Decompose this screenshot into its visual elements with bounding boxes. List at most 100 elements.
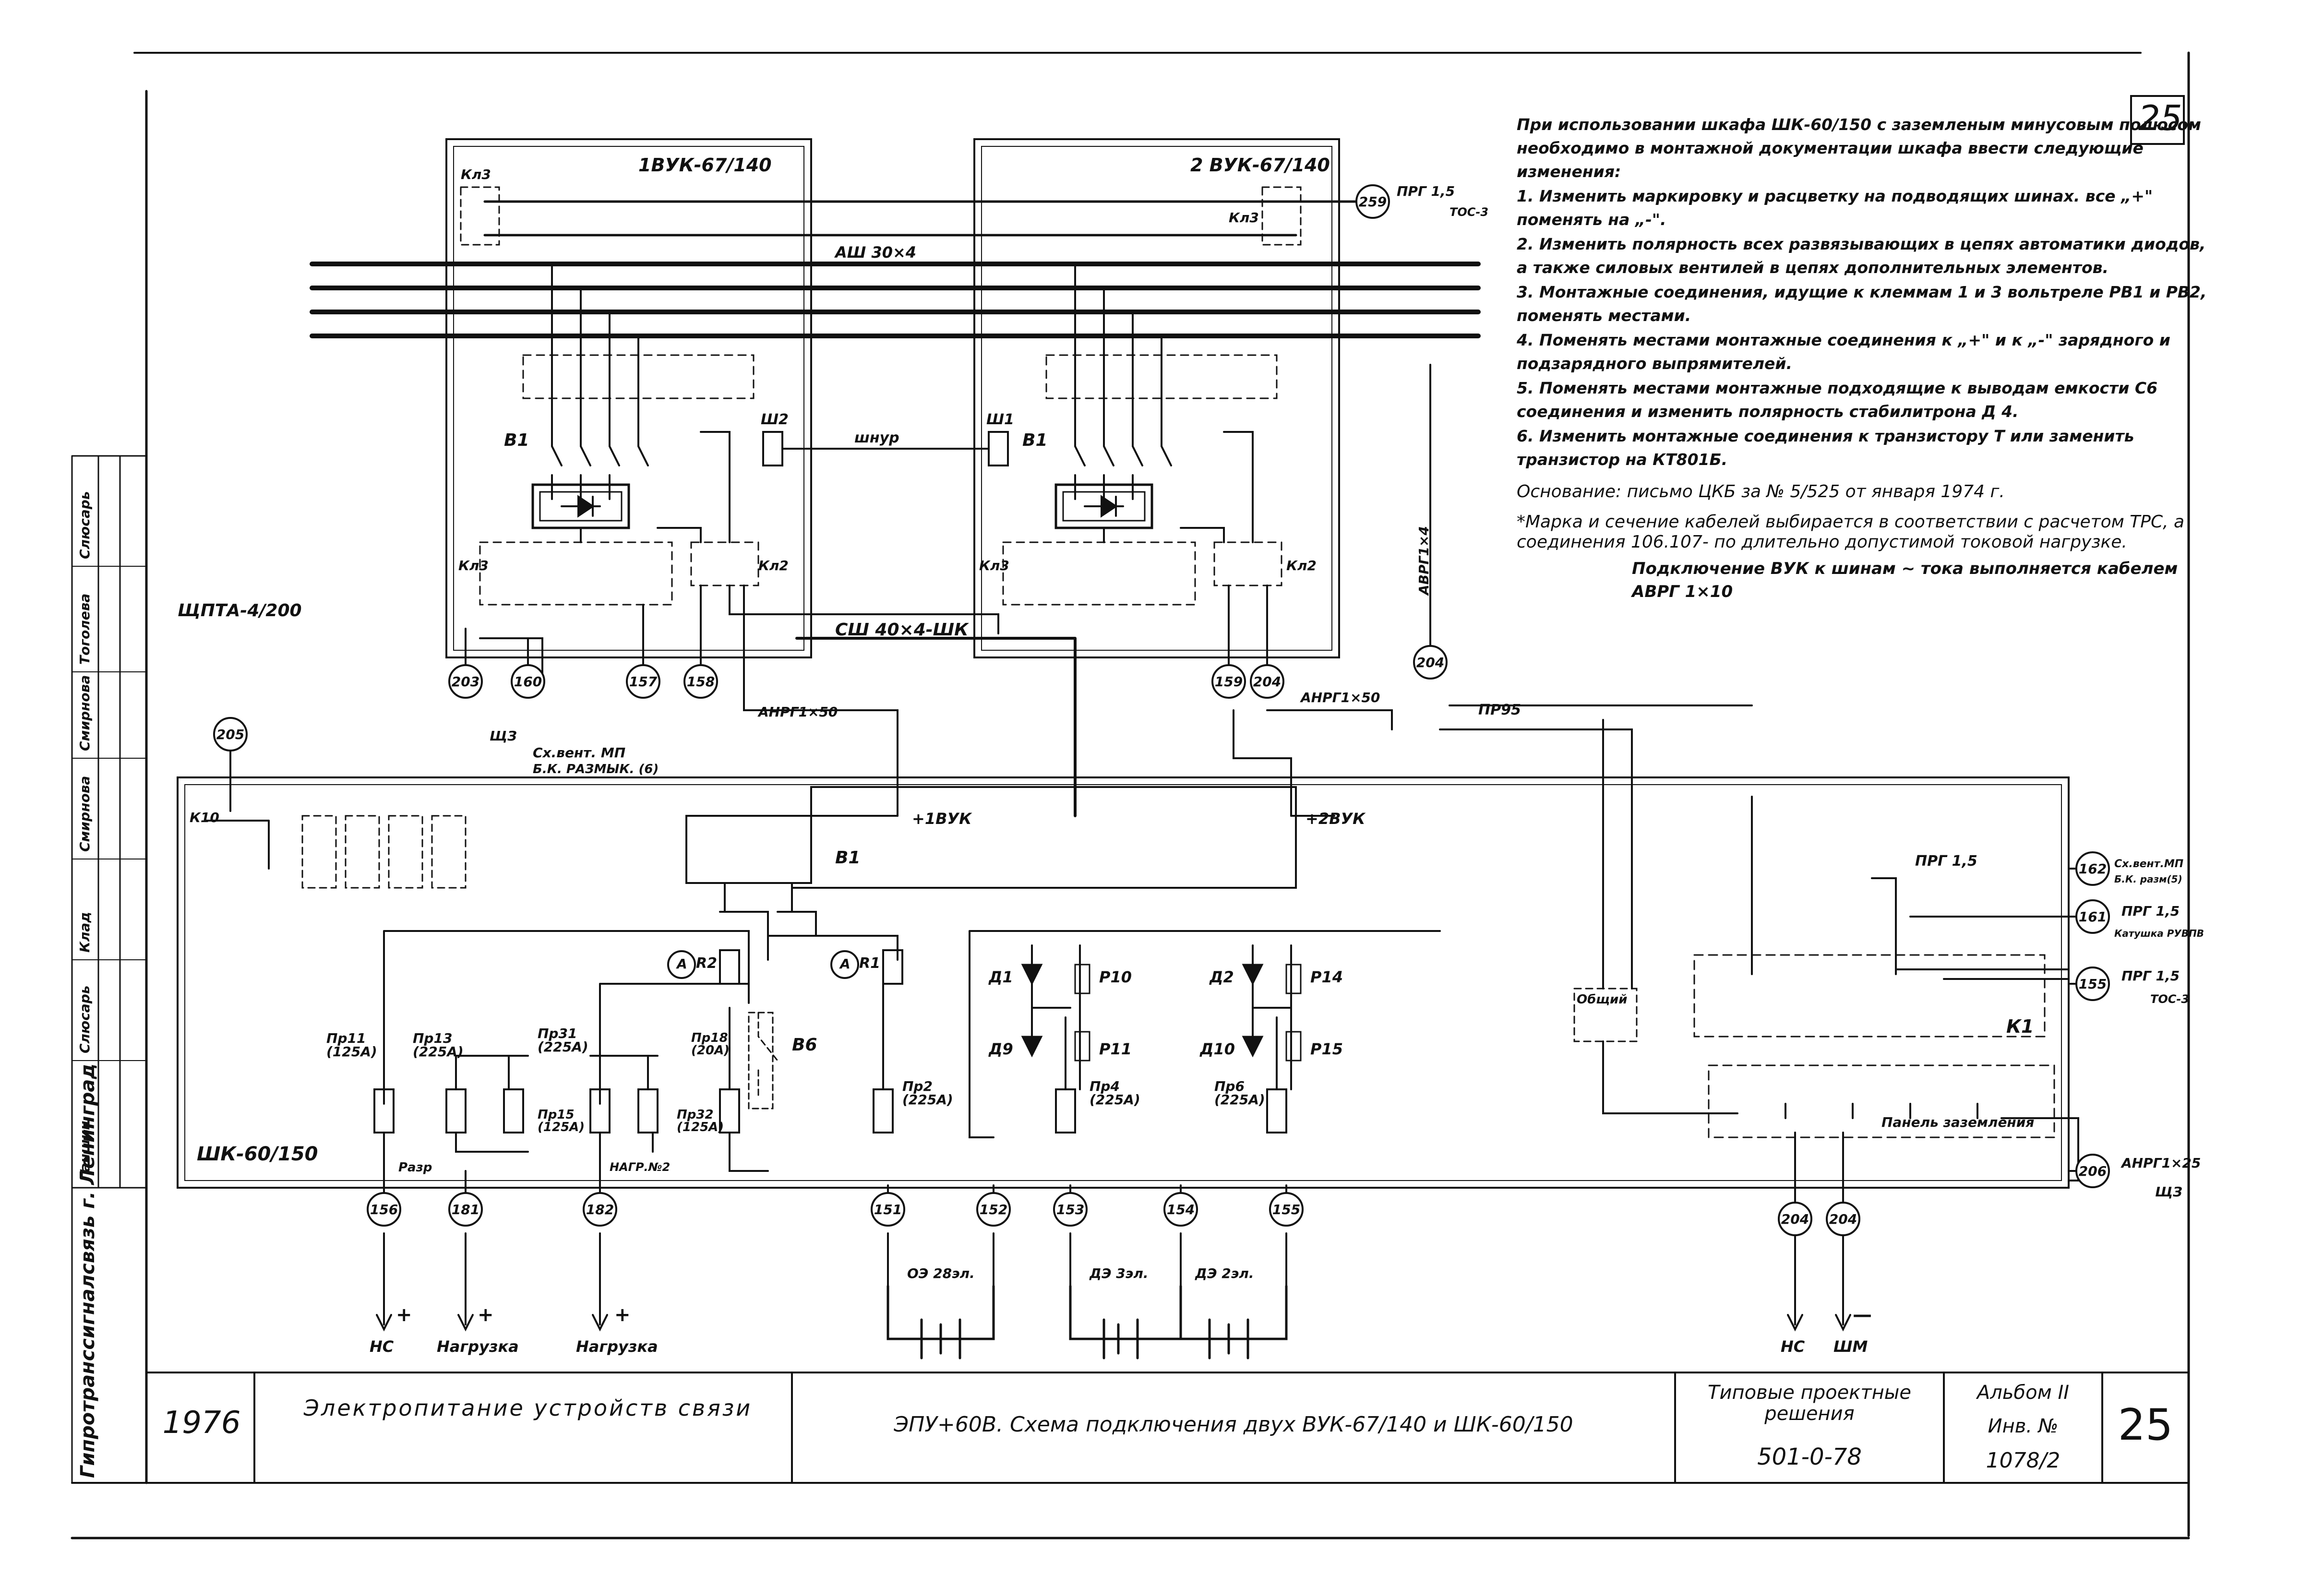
stamp-row-3: Клад (77, 912, 93, 953)
tos3-top-label: ТОС-3 (1450, 205, 1489, 219)
circle-text-204c: 204 (1781, 1211, 1809, 1227)
circle-161 (2075, 899, 2110, 934)
circle-text-161: 161 (2079, 909, 2107, 925)
circle-text-154: 154 (1167, 1202, 1195, 1217)
shk-b6-label: В6 (792, 1035, 817, 1055)
tb-inv-label: Инв. № (1988, 1415, 2059, 1437)
panel-label: Панель заземления (1881, 1114, 2035, 1130)
shk-k1-box (1693, 954, 2046, 1038)
shk-ground-lines (1439, 704, 2079, 1181)
circle-154 (1163, 1192, 1198, 1227)
anrg25-label: АНРГ1×25 (2121, 1155, 2201, 1171)
vuk1-kl2-label: Кл2 (758, 558, 789, 573)
circle-text-181: 181 (452, 1202, 479, 1217)
shk-relay-r11 (1074, 1031, 1090, 1062)
circle-203 (448, 664, 483, 699)
prg15-top-label: ПРГ 1,5 (1397, 183, 1455, 199)
vuk2-kl3-label: Кл3 (979, 558, 1009, 573)
vuk2-title: 2 ВУК-67/140 (1190, 155, 1330, 176)
circle-text-152: 152 (980, 1202, 1007, 1217)
vuk1-sh2 (762, 431, 783, 466)
circle-204c (1778, 1202, 1812, 1236)
kl3-dash-box-2 (1261, 186, 1302, 246)
plus2vuk-label: +2ВУК (1306, 810, 1366, 828)
circle-153 (1053, 1192, 1088, 1227)
shk-b6-switch (748, 1012, 779, 1110)
r1-label: R1 (859, 955, 880, 972)
plus-2: + (478, 1304, 494, 1326)
shk-diodes (1021, 964, 1264, 1058)
vuk1-bus-taps (551, 263, 639, 385)
bk-razm-label: Б.К. РАЗМЫК. (6) (533, 762, 659, 776)
fuse-pr2: Пр2(225А) (902, 1078, 953, 1108)
circle-text-159: 159 (1215, 674, 1243, 690)
note-3: 3. Монтажные соединения, идущие к клемма… (1517, 283, 2207, 325)
shk-relay-r10 (1074, 964, 1090, 994)
vuk1-kl2-box (690, 541, 759, 586)
circle-text-158: 158 (687, 674, 715, 690)
vuk1-wiring (479, 431, 999, 817)
fuse-pr31: Пр31(225А) (538, 1026, 588, 1055)
stamp-row-4: Смирнова (77, 776, 93, 852)
fuse-pr32: Пр32(125А) (677, 1108, 724, 1134)
stamp-row-6: Тоголева (77, 593, 93, 665)
circle-162 (2075, 851, 2110, 886)
bus-label: АШ 30×4 (835, 243, 917, 262)
load-ns-2: НС (1781, 1337, 1805, 1356)
circle-text-160: 160 (514, 674, 542, 690)
circle-156 (367, 1192, 401, 1227)
shk-b1-switch (685, 815, 812, 884)
k1-label: К1 (2006, 1016, 2034, 1037)
vuk2-kl2-box (1213, 541, 1282, 586)
sh2-label: Ш2 (761, 411, 789, 428)
circle-155a (2075, 967, 2110, 1001)
fuse-pr6: Пр6(225А) (1214, 1078, 1265, 1108)
shk-relay-r15 (1285, 1031, 1302, 1062)
circle-text-157: 157 (629, 674, 658, 690)
bus-s-line (795, 637, 1077, 817)
katushka-label: Катушка РУВПВ (2114, 928, 2204, 939)
stamp-row-5: Смирнова (77, 675, 93, 751)
tos3-right-label: ТОС-3 (2150, 992, 2190, 1006)
obshchiy-label: Общий (1577, 992, 1628, 1007)
ammeter-a2: A (677, 956, 687, 972)
fuse-pr18: Пр18(20А) (691, 1031, 730, 1058)
vuk2-breaker (1074, 383, 1172, 500)
circle-text-204d: 204 (1829, 1211, 1857, 1227)
cable-sh-label: СШ 40×4-ШК (835, 620, 969, 640)
stamp-row-1: Ганшин (77, 1121, 93, 1181)
plus1vuk-label: +1ВУК (912, 810, 972, 828)
circle-152 (976, 1192, 1011, 1227)
relay-r14: Р14 (1310, 968, 1343, 986)
shch3-left-label: ЩЗ (490, 728, 517, 744)
relay-r10: Р10 (1099, 968, 1132, 986)
battery-de3: ДЭ 3эл. (1090, 1265, 1149, 1281)
shk-panel-box (1708, 1064, 2055, 1138)
circle-text-155b: 155 (1272, 1202, 1300, 1217)
circle-181 (448, 1192, 483, 1227)
vuk1-kl3-top-label: Кл3 (461, 167, 491, 182)
note-star: *Марка и сечение кабелей выбирается в со… (1517, 512, 2185, 552)
cord-label: шнур (854, 430, 899, 446)
minus-1: — (1853, 1304, 1872, 1326)
vuk2-sh1 (988, 431, 1009, 466)
prg15-155-label: ПРГ 1,5 (2121, 968, 2180, 984)
relay-r15: Р15 (1310, 1040, 1343, 1058)
ammeter-r2 (667, 950, 696, 979)
tb-sheet: 25 (2118, 1400, 2173, 1450)
shk-obshchiy-box (1573, 988, 1638, 1042)
tb-typical-label: Типовые проектные решения (1708, 1382, 1911, 1425)
circle-158 (683, 664, 718, 699)
circle-text-259: 259 (1359, 194, 1387, 210)
sheet-number-top: 25 (2138, 98, 2182, 138)
shk-k10-lines (205, 733, 270, 870)
note-2: 2. Изменить полярность всех развязывающи… (1517, 235, 2206, 277)
prg15-161-label: ПРГ 1,5 (2121, 903, 2180, 919)
shk-ext-lines (2068, 868, 2079, 1172)
circle-155b (1269, 1192, 1304, 1227)
shk-r1 (882, 949, 903, 985)
vuk2-diode-symbol (1084, 495, 1124, 518)
diode-d10: Д10 (1200, 1040, 1235, 1058)
tb-album: Альбом II (1977, 1382, 2070, 1404)
vuk1-terminal-block (522, 354, 755, 399)
